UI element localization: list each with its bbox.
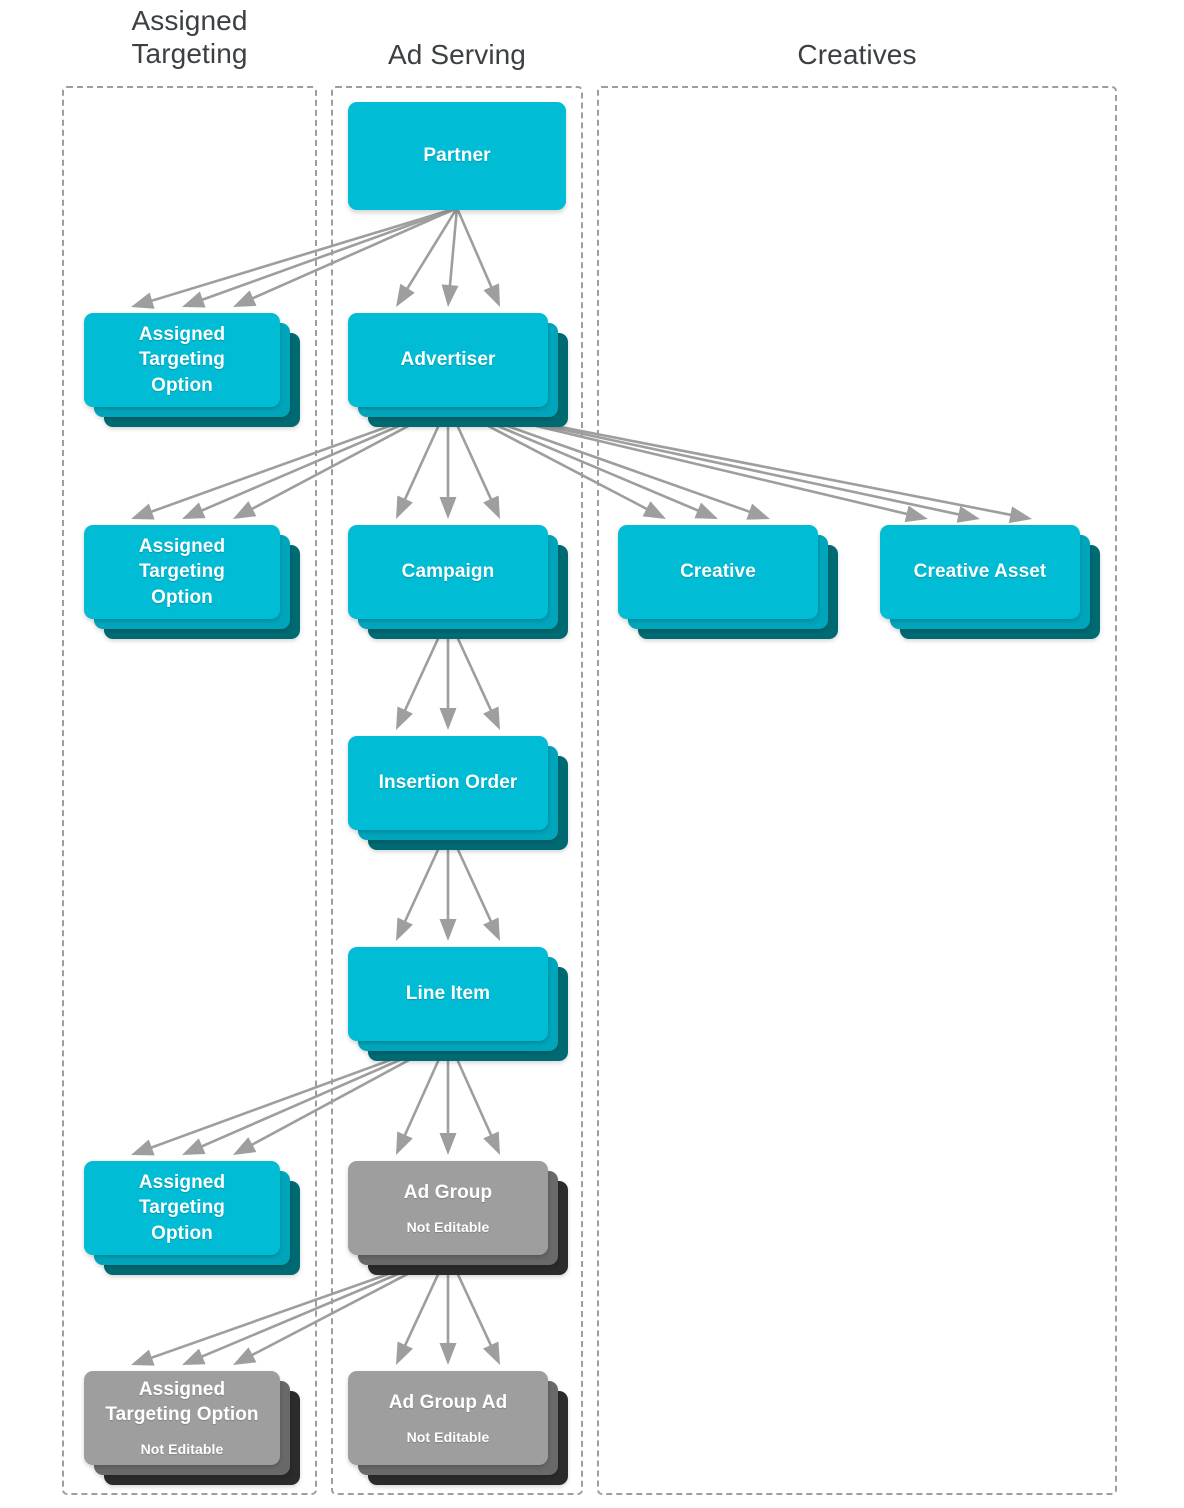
node-label: Campaign	[394, 559, 503, 584]
lane-creatives	[597, 86, 1117, 1495]
node-label-line: Option	[151, 374, 213, 396]
node-label: Creative Asset	[906, 559, 1055, 584]
node-card[interactable]: Ad Group Ad Not Editable	[348, 1371, 548, 1465]
node-label: Advertiser	[393, 347, 504, 372]
node-campaign[interactable]: Campaign	[348, 525, 568, 639]
node-label-line: Option	[151, 1222, 213, 1244]
node-label: Partner	[415, 143, 498, 168]
node-line-item[interactable]: Line Item	[348, 947, 568, 1061]
node-label-line: Assigned	[138, 324, 226, 346]
node-label-line: Advertiser	[400, 349, 496, 371]
column-title-creatives: Creatives	[597, 38, 1117, 71]
column-title-line-1: Assigned	[131, 5, 248, 36]
node-label-line: Ad Group	[403, 1181, 493, 1203]
node-label-line: Targeting Option	[105, 1404, 259, 1426]
node-label-line: Option	[151, 586, 213, 608]
node-card[interactable]: Partner	[348, 102, 566, 210]
node-sublabel: Not Editable	[406, 1218, 490, 1235]
node-insertion-order[interactable]: Insertion Order	[348, 736, 568, 850]
column-title-line-1: Ad Serving	[388, 39, 526, 70]
node-label-line: Insertion Order	[378, 772, 518, 794]
node-card[interactable]: Campaign	[348, 525, 548, 619]
node-label: Ad Group Ad	[381, 1390, 516, 1415]
column-title-ad-serving: Ad Serving	[331, 38, 583, 71]
node-creative[interactable]: Creative	[618, 525, 838, 639]
node-label-line: Assigned	[138, 536, 226, 558]
node-card[interactable]: Insertion Order	[348, 736, 548, 830]
node-ad-group-ad[interactable]: Ad Group Ad Not Editable	[348, 1371, 568, 1485]
node-partner[interactable]: Partner	[348, 102, 566, 210]
node-label-line: Campaign	[401, 561, 495, 583]
node-label-line: Assigned	[138, 1172, 226, 1194]
node-label-line: Ad Group Ad	[388, 1391, 508, 1413]
lane-assigned-targeting	[62, 86, 317, 1495]
column-title-assigned-targeting: Assigned Targeting	[62, 4, 317, 70]
node-advertiser[interactable]: Advertiser	[348, 313, 568, 427]
node-label-line: Assigned	[138, 1379, 226, 1401]
column-title-line-1: Creatives	[797, 39, 917, 70]
node-label-line: Creative Asset	[913, 561, 1047, 583]
node-label: Creative	[672, 559, 764, 584]
node-sublabel: Not Editable	[406, 1428, 490, 1445]
column-title-line-2: Targeting	[131, 38, 248, 70]
node-label: Ad Group	[396, 1180, 500, 1205]
lane-ad-serving	[331, 86, 583, 1495]
node-label-line: Partner	[423, 145, 491, 167]
node-card[interactable]: Advertiser	[348, 313, 548, 407]
node-label-line: Line Item	[405, 983, 491, 1005]
node-sublabel: Not Editable	[140, 1441, 224, 1458]
node-label-line: Targeting	[138, 561, 226, 583]
node-label-line: Creative	[680, 561, 756, 583]
node-card[interactable]: Line Item	[348, 947, 548, 1041]
node-label-line: Targeting	[138, 349, 226, 371]
node-label: Line Item	[398, 981, 498, 1006]
node-card[interactable]: Creative Asset	[880, 525, 1080, 619]
node-label-line: Targeting	[138, 1197, 226, 1219]
node-card[interactable]: Creative	[618, 525, 818, 619]
node-label: Insertion Order	[371, 770, 526, 795]
node-creative-asset[interactable]: Creative Asset	[880, 525, 1100, 639]
